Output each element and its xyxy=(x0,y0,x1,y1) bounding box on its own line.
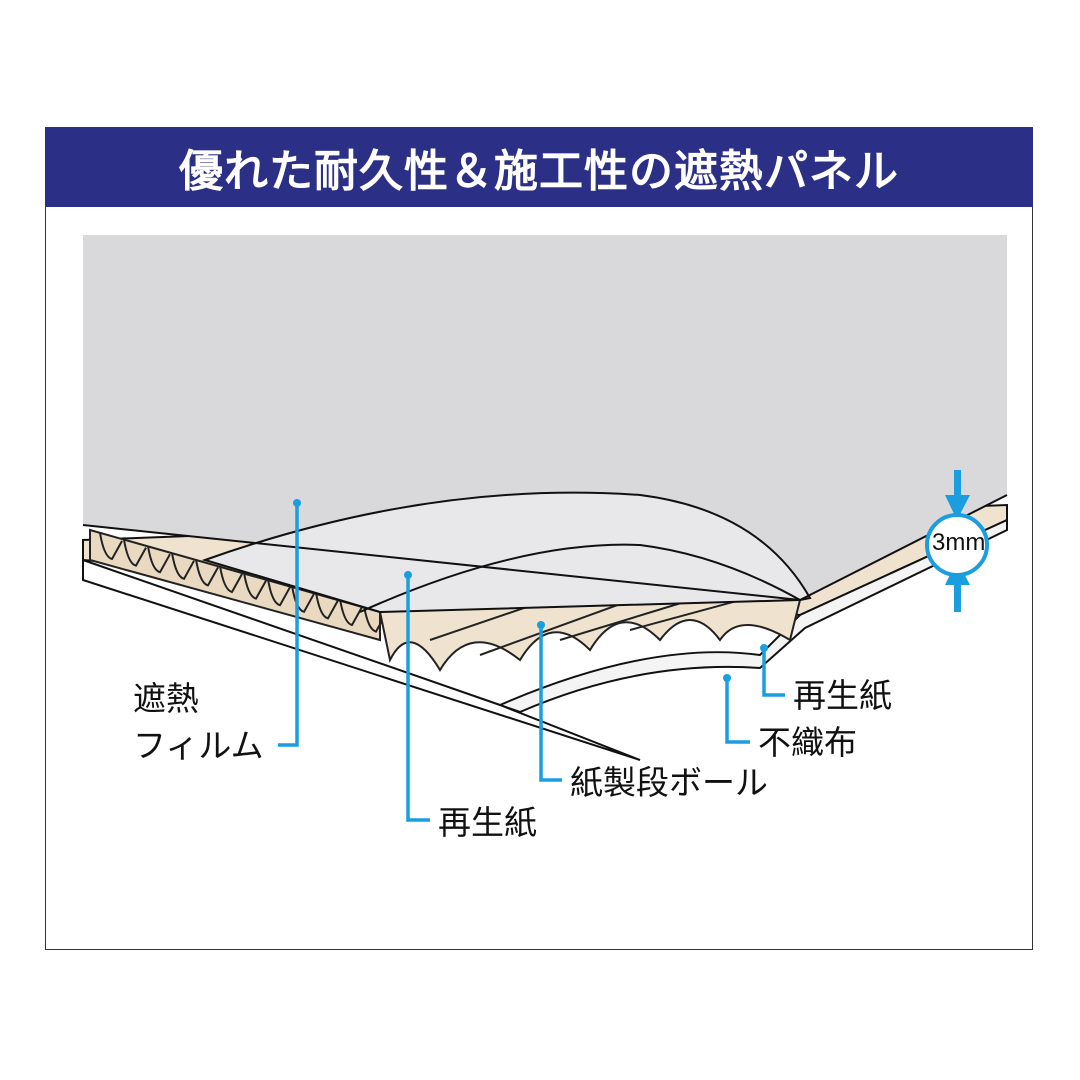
label-film-line2: フィルム xyxy=(133,726,264,765)
flute xyxy=(339,598,363,627)
lower-base xyxy=(82,558,641,761)
label-recycled-paper-upper: 再生紙 xyxy=(793,676,892,715)
title-banner: 優れた耐久性＆施工性の遮熱パネル xyxy=(45,127,1033,207)
leader-nonwoven xyxy=(725,678,750,744)
leader-lines xyxy=(278,503,785,822)
leader-recycled-lower xyxy=(406,575,430,822)
leader-film xyxy=(278,503,299,747)
thickness-label: 3mm xyxy=(932,529,986,556)
thickness-indicator xyxy=(925,470,989,612)
flute xyxy=(267,579,291,607)
leader-cardboard xyxy=(539,625,562,782)
flute xyxy=(195,559,219,587)
flute xyxy=(123,539,147,567)
peeled-film xyxy=(201,491,812,614)
label-nonwoven: 不織布 xyxy=(758,723,857,762)
label-film-line1: 遮熱 xyxy=(133,679,199,718)
heat-shield-film-panel xyxy=(83,235,1007,600)
title: 優れた耐久性＆施工性の遮熱パネル xyxy=(179,146,899,197)
leader-recycled-upper xyxy=(762,648,785,697)
flute xyxy=(99,532,123,561)
flute xyxy=(243,572,267,600)
flute xyxy=(315,592,339,620)
flute xyxy=(171,552,195,580)
nonwoven-sheet xyxy=(497,518,1008,714)
label-cardboard: 紙製段ボール xyxy=(570,763,768,802)
flute xyxy=(147,546,171,574)
label-recycled-paper-lower: 再生紙 xyxy=(438,803,537,842)
flute xyxy=(219,565,243,594)
leader-dots xyxy=(293,499,768,682)
peeled-paper xyxy=(359,543,801,613)
